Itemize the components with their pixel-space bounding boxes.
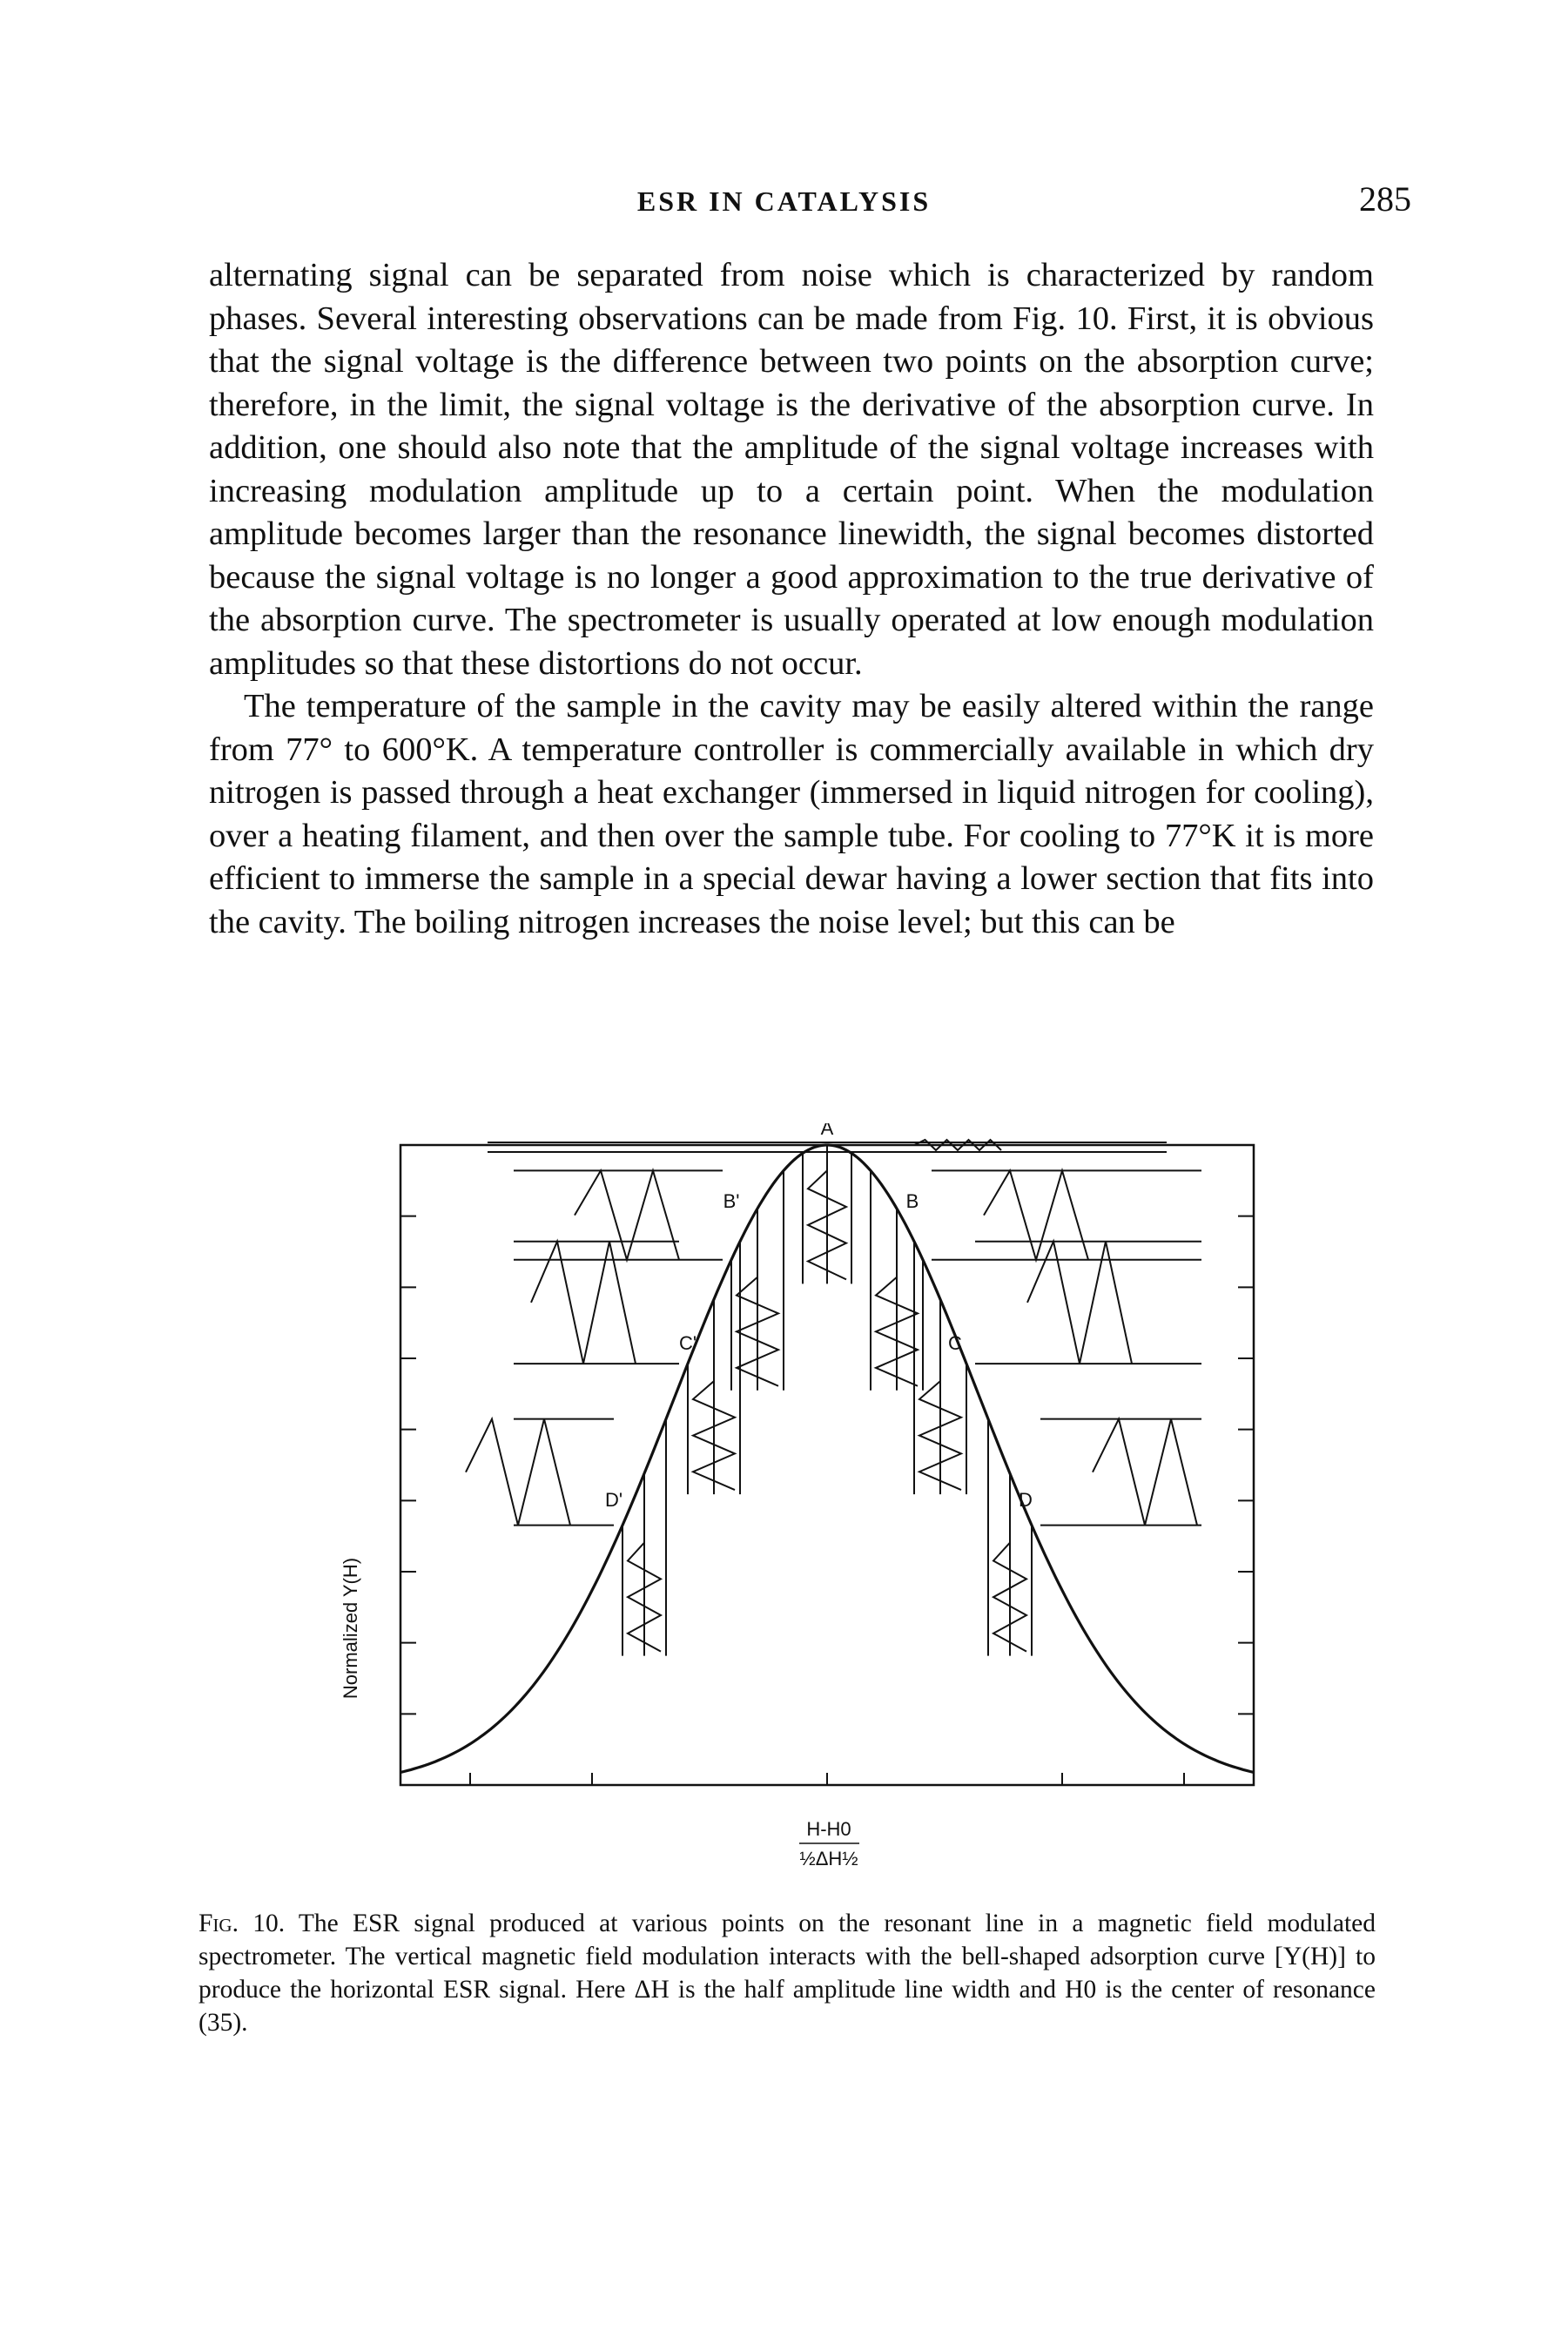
paragraph-1: alternating signal can be separated from… [209, 257, 1374, 682]
vertical-modulation-wave [690, 1380, 737, 1492]
page-number: 285 [1359, 179, 1411, 219]
y-axis-label: Normalized Y(H) [340, 1558, 361, 1699]
absorption-curve [400, 1143, 1255, 1774]
modulation-waves [465, 1138, 1198, 1653]
point-label-b: B [906, 1190, 919, 1212]
vertical-modulation-wave [625, 1541, 663, 1653]
vertical-modulation-wave [805, 1169, 849, 1281]
caption-label: Fig. 10. [199, 1910, 286, 1937]
apex-esr-signal [913, 1138, 1002, 1152]
esr-signal-diagram: B' B C' C D' D A Normalized Y(H) H-H0 ½ΔH½ [340, 1123, 1255, 1869]
figure-10: B' B C' C D' D A Normalized Y(H) H-H0 ½ΔH½ [322, 1123, 1297, 1872]
point-label-b-prime: B' [723, 1190, 740, 1212]
horizontal-esr-signal [465, 1416, 571, 1526]
body-text: alternating signal can be separated from… [209, 254, 1374, 944]
running-title: ESR IN CATALYSIS [636, 185, 932, 217]
horizontal-reference-lines [488, 1142, 1201, 1526]
x-axis-numerator: H-H0 [806, 1818, 851, 1840]
point-labels: B' B C' C D' D A [605, 1123, 1033, 1511]
axis-ticks [400, 1215, 1254, 1785]
point-label-c: C [948, 1332, 962, 1354]
figure-caption: Fig. 10. The ESR signal produced at vari… [199, 1907, 1376, 2039]
vertical-modulation-lines [622, 1145, 1033, 1656]
horizontal-esr-signal [983, 1167, 1089, 1263]
horizontal-esr-signal [574, 1167, 680, 1263]
point-label-d-prime: D' [605, 1489, 622, 1511]
x-axis-denominator: ½ΔH½ [799, 1848, 858, 1869]
paragraph-2: The temperature of the sample in the cav… [209, 688, 1374, 940]
vertical-modulation-wave [917, 1380, 964, 1492]
horizontal-esr-signal [1026, 1238, 1133, 1364]
horizontal-esr-signal [1092, 1416, 1198, 1526]
point-label-a: A [821, 1123, 834, 1139]
vertical-modulation-wave [873, 1277, 920, 1387]
point-label-c-prime: C' [679, 1332, 697, 1354]
vertical-modulation-wave [734, 1277, 781, 1387]
point-label-d: D [1019, 1489, 1033, 1511]
horizontal-esr-signal [530, 1238, 636, 1364]
vertical-modulation-wave [991, 1541, 1029, 1653]
running-head: ESR IN CATALYSIS 285 [0, 179, 1568, 222]
caption-text: The ESR signal produced at various point… [199, 1910, 1376, 2037]
